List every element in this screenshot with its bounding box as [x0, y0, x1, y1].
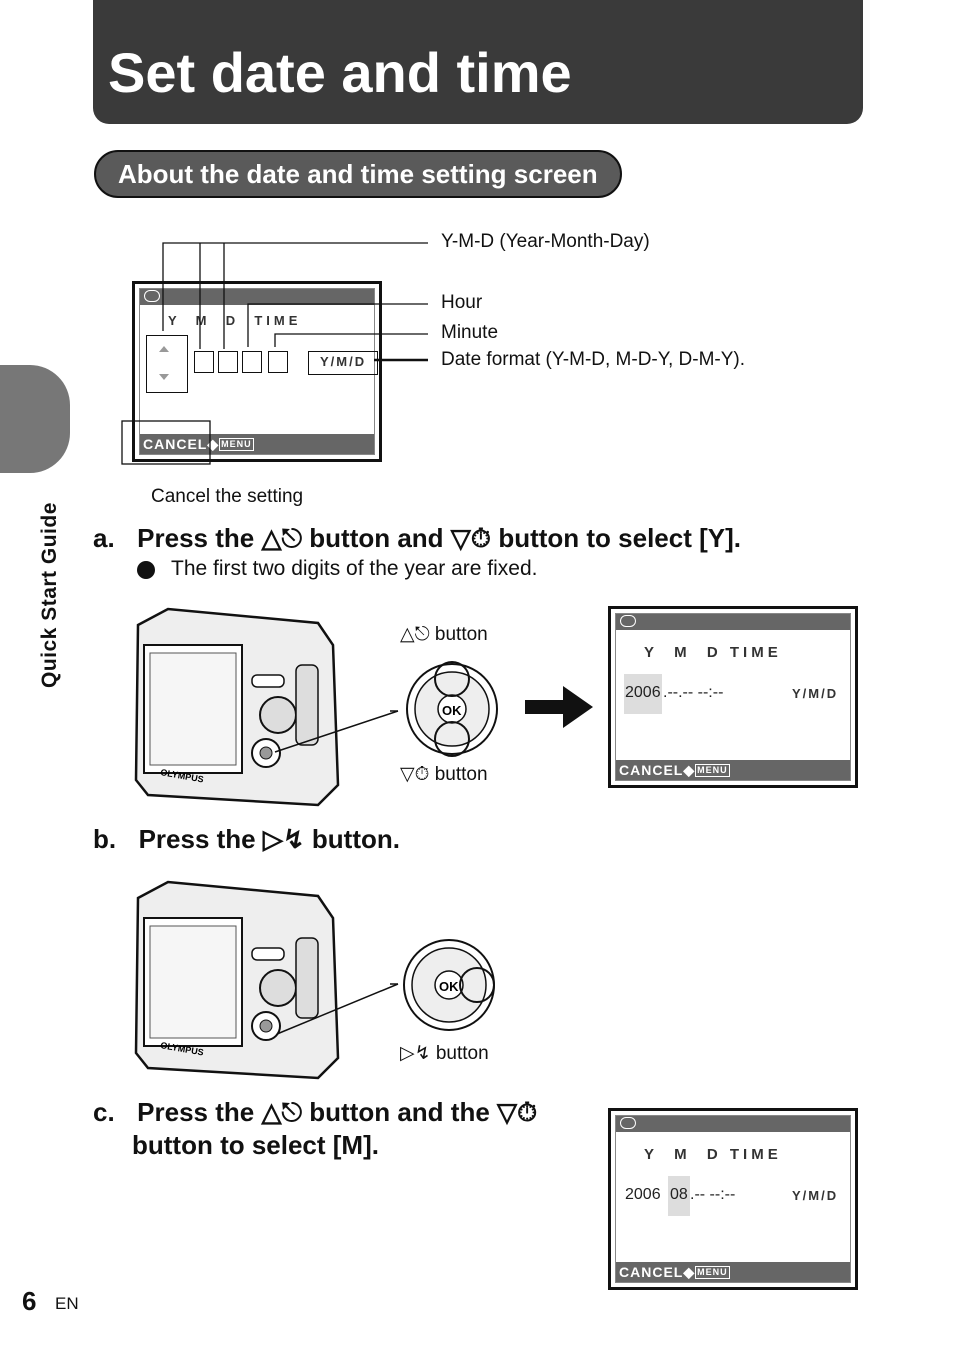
screen-c-rest: .-- --:-- [690, 1186, 736, 1203]
screen-c-fields: Y M D TIME [644, 1146, 782, 1163]
screen-a-fields: Y M D TIME [644, 644, 782, 661]
format-field-box [308, 351, 378, 375]
label-minute: Minute [441, 322, 499, 343]
diagram-leader-lines [121, 242, 428, 465]
screen-c-month: 08 [670, 1186, 688, 1203]
label-ymd: Y-M-D (Year-Month-Day) [441, 231, 650, 252]
screen-c-header [616, 1116, 850, 1132]
step-a-marker: a. [93, 523, 115, 553]
title-bar [93, 0, 863, 124]
camera-illustration-a: OLYMPUS [134, 607, 340, 807]
screen-a-rest: .--.-- --:-- [663, 684, 724, 701]
clock-icon [620, 1117, 636, 1129]
screen-c-year: 2006 [625, 1186, 661, 1203]
step-b-marker: b. [93, 824, 117, 854]
label-format: Date format (Y-M-D, M-D-Y, D-M-Y). [441, 349, 746, 370]
step-c-line-2: button to select [M]. [132, 1130, 379, 1160]
right-flash-icon: ▷↯ [400, 1043, 436, 1064]
step-c-text-1: Press the [137, 1097, 255, 1127]
right-arrow-icon [525, 686, 593, 728]
right-flash-icon: ▷↯ [262, 824, 305, 854]
page-title: Set date and time [108, 41, 572, 104]
format-value: Y/M/D [320, 354, 367, 369]
page-number: 6 [22, 1286, 37, 1316]
side-tab-label: Quick Start Guide [38, 502, 61, 688]
step-a: a. Press the △⎋ button and ▽⏱ button to … [93, 523, 741, 555]
camera-illustration-b: OLYMPUS [134, 880, 340, 1080]
screen-a-year: 2006 [625, 684, 661, 701]
hour-field-box [242, 351, 262, 373]
step-a-text-1: Press the [137, 523, 255, 553]
side-tab [0, 365, 70, 473]
control-pad-b: OK [276, 939, 495, 1035]
day-field-box [218, 351, 238, 373]
up-print-icon: △⎋ [400, 624, 435, 645]
step-b-text-2: button. [311, 824, 400, 854]
step-b-text-1: Press the [138, 824, 256, 854]
up-button-label: △⎋ button [400, 624, 488, 645]
page-language: EN [55, 1294, 79, 1313]
clock-icon [620, 615, 636, 627]
step-a-bullet: The first two digits of the year are fix… [171, 557, 538, 580]
step-a-text-3: button to select [Y]. [498, 523, 741, 553]
label-cancel: Cancel the setting [151, 486, 304, 507]
up-print-icon: △⎋ [261, 523, 303, 553]
screen-footer-bar: CANCEL◆MENU [140, 434, 374, 454]
screen-c-format: Y/M/D [792, 1188, 839, 1203]
year-highlight [624, 674, 662, 714]
screen-c: Y M D TIME 2006 08 .-- --:-- Y/M/D CANCE… [608, 1108, 858, 1290]
ok-label-a: OK [442, 703, 462, 718]
right-button-label: ▷↯ button [400, 1043, 489, 1064]
month-highlight [668, 1176, 690, 1216]
step-c-marker: c. [93, 1097, 115, 1127]
year-field-box [146, 335, 188, 393]
menu-tag: MENU [219, 438, 254, 451]
clock-icon [144, 290, 160, 302]
screen-fields: Y M D TIME [168, 313, 302, 328]
step-c: c. Press the △⎋ button and the ▽⏱ [93, 1097, 537, 1129]
down-selftimer-icon: ▽⏱ [450, 523, 492, 553]
bullet-dot [137, 561, 155, 579]
control-pad-a: OK [274, 661, 498, 757]
step-a-text-2: button and [309, 523, 444, 553]
month-field-box [194, 351, 214, 373]
section-heading-pill: About the date and time setting screen [94, 150, 622, 198]
screen-a-format: Y/M/D [792, 686, 839, 701]
down-selftimer-icon: ▽⏱ [400, 764, 435, 785]
screen-c-footer: CANCEL◆MENU [616, 1262, 850, 1282]
down-selftimer-icon: ▽⏱ [497, 1097, 538, 1127]
minute-field-box [268, 351, 288, 373]
step-c-text-2: button and the [309, 1097, 490, 1127]
ok-label-b: OK [439, 979, 459, 994]
section-heading: About the date and time setting screen [118, 159, 598, 189]
screen-a: Y M D TIME 2006 .--.-- --:-- Y/M/D CANCE… [608, 606, 858, 788]
screen-a-header [616, 614, 850, 630]
screen-a-footer: CANCEL◆MENU [616, 760, 850, 780]
label-hour: Hour [441, 292, 483, 313]
step-b: b. Press the ▷↯ button. [93, 824, 400, 855]
down-button-label: ▽⏱ button [400, 764, 488, 785]
cancel-text: CANCEL [143, 436, 208, 452]
screen-header-bar [140, 289, 374, 305]
up-print-icon: △⎋ [261, 1097, 303, 1127]
setting-screen-diagram: Y M D TIME Y/M/D CANCEL◆MENU [132, 281, 382, 462]
